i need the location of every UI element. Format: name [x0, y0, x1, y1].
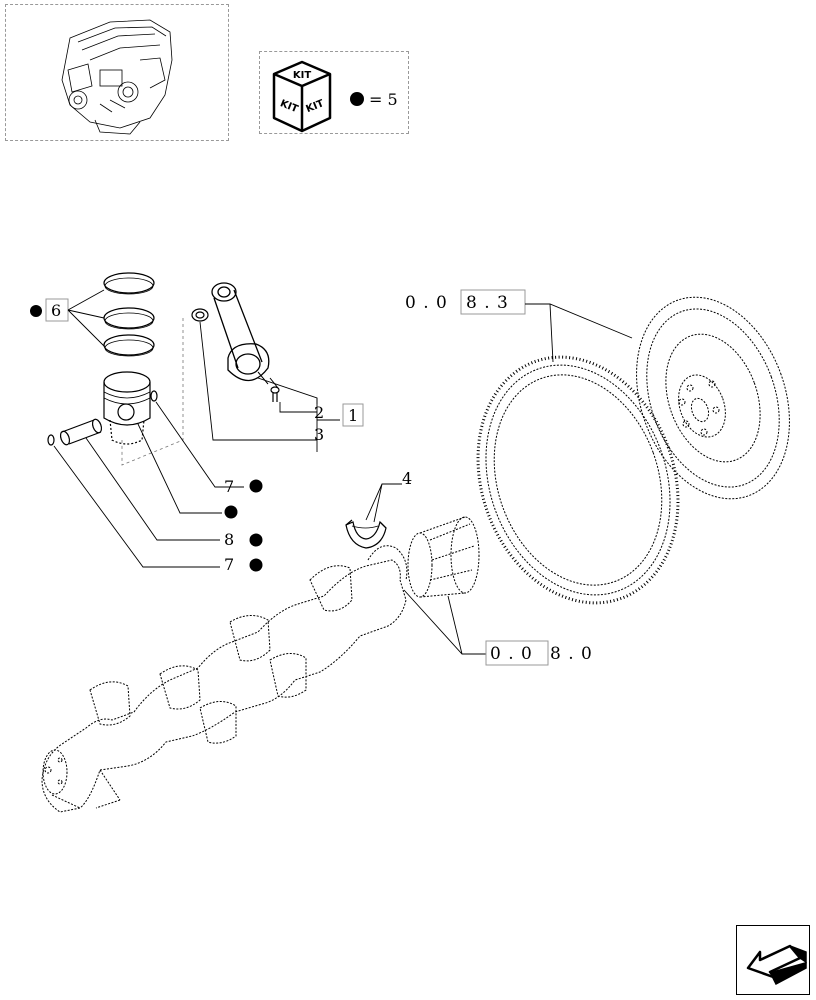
kit-quantity: = 5: [369, 90, 398, 109]
engine-thumbnail-icon: [61, 19, 173, 135]
crankshaft: [41, 545, 408, 813]
callout-box-1: [342, 403, 364, 427]
flywheel-ref-prefix: 0 . 0: [405, 293, 448, 313]
callout-2: 2: [314, 403, 324, 422]
piston-pin: [59, 418, 103, 446]
snap-ring-right: [150, 390, 158, 402]
piston-rings: [103, 272, 155, 357]
small-end-bushing: [191, 308, 209, 322]
kit-face-top: KIT: [293, 70, 311, 81]
kit-bullet-icon: [350, 92, 364, 106]
kit-bullet-icon: [249, 533, 263, 547]
flywheel-ring-gear: [476, 355, 680, 605]
crank-timing-gear: [407, 516, 480, 598]
main-bearing-shell: [345, 519, 387, 549]
kit-bullet-icon: [224, 505, 238, 519]
callout-6: 6: [51, 301, 61, 320]
previous-page-arrow-icon[interactable]: [746, 944, 807, 986]
flywheel-ref-box[interactable]: [460, 289, 526, 315]
kit-face-right: KIT: [305, 98, 326, 115]
callout-3: 3: [314, 425, 324, 444]
callout-7-bottom: 7: [224, 555, 234, 574]
crankshaft-ref-box[interactable]: [485, 640, 549, 666]
flywheel: [636, 296, 790, 500]
kit-legend-frame: [259, 51, 409, 134]
callout-8: 8: [224, 530, 234, 549]
kit-bullet-icon: [30, 305, 42, 317]
kit-face-left: KIT: [278, 98, 299, 115]
kit-bullet-icon: [249, 558, 263, 572]
flywheel-ref-link[interactable]: 8 . 3: [466, 293, 509, 313]
callout-1: 1: [348, 406, 358, 425]
kit-box-icon: KIT KIT KIT: [272, 60, 332, 133]
kit-bullet-icon: [249, 479, 263, 493]
piston: [103, 371, 151, 445]
rod-bolt: [270, 386, 280, 402]
crankshaft-ref-link[interactable]: 0 . 0: [490, 644, 533, 664]
connecting-rod: [211, 282, 279, 389]
previous-page-button[interactable]: [736, 925, 810, 995]
callout-4: 4: [402, 469, 412, 488]
callout-7-top: 7: [224, 477, 234, 496]
snap-ring-left: [47, 434, 55, 446]
engine-thumbnail-frame: [5, 4, 229, 141]
crankshaft-ref-suffix: 8 . 0: [550, 644, 593, 664]
